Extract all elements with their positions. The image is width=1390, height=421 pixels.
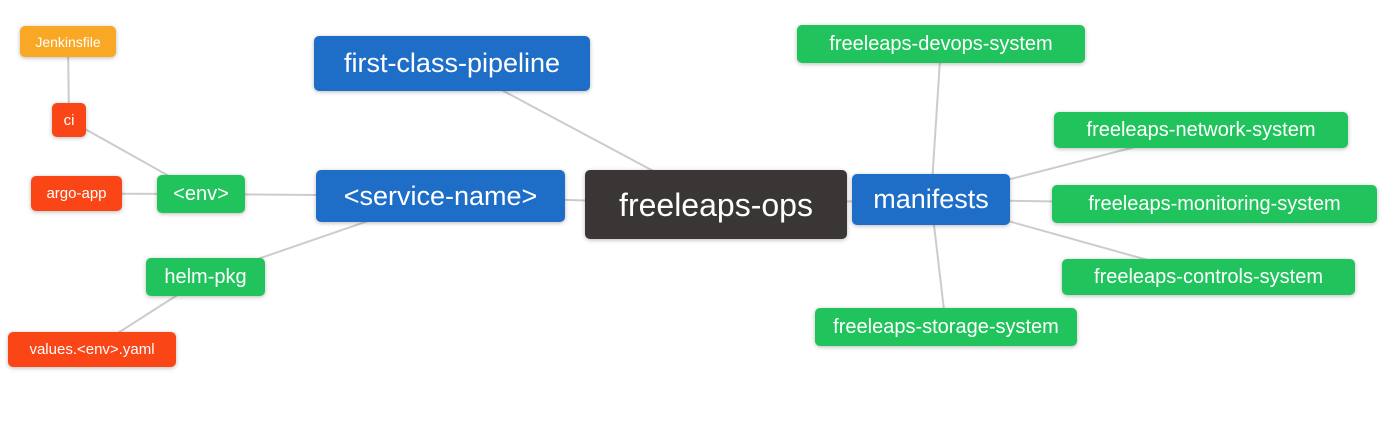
node-first-class-pipeline[interactable]: first-class-pipeline (314, 36, 590, 91)
node-env[interactable]: <env> (157, 175, 245, 213)
node-jenkinsfile[interactable]: Jenkinsfile (20, 26, 116, 57)
node-values-env-yaml[interactable]: values.<env>.yaml (8, 332, 176, 367)
node-freeleaps-ops[interactable]: freeleaps-ops (585, 170, 847, 239)
node-argo-app[interactable]: argo-app (31, 176, 122, 211)
node-storage-system[interactable]: freeleaps-storage-system (815, 308, 1077, 346)
node-ci[interactable]: ci (52, 103, 86, 137)
node-service-name[interactable]: <service-name> (316, 170, 565, 222)
node-devops-system[interactable]: freeleaps-devops-system (797, 25, 1085, 63)
node-helm-pkg[interactable]: helm-pkg (146, 258, 265, 296)
node-network-system[interactable]: freeleaps-network-system (1054, 112, 1348, 148)
edge-manifests-devops-system (930, 43, 942, 200)
node-monitoring-system[interactable]: freeleaps-monitoring-system (1052, 185, 1377, 223)
node-manifests[interactable]: manifests (852, 174, 1010, 225)
node-controls-system[interactable]: freeleaps-controls-system (1062, 259, 1355, 295)
